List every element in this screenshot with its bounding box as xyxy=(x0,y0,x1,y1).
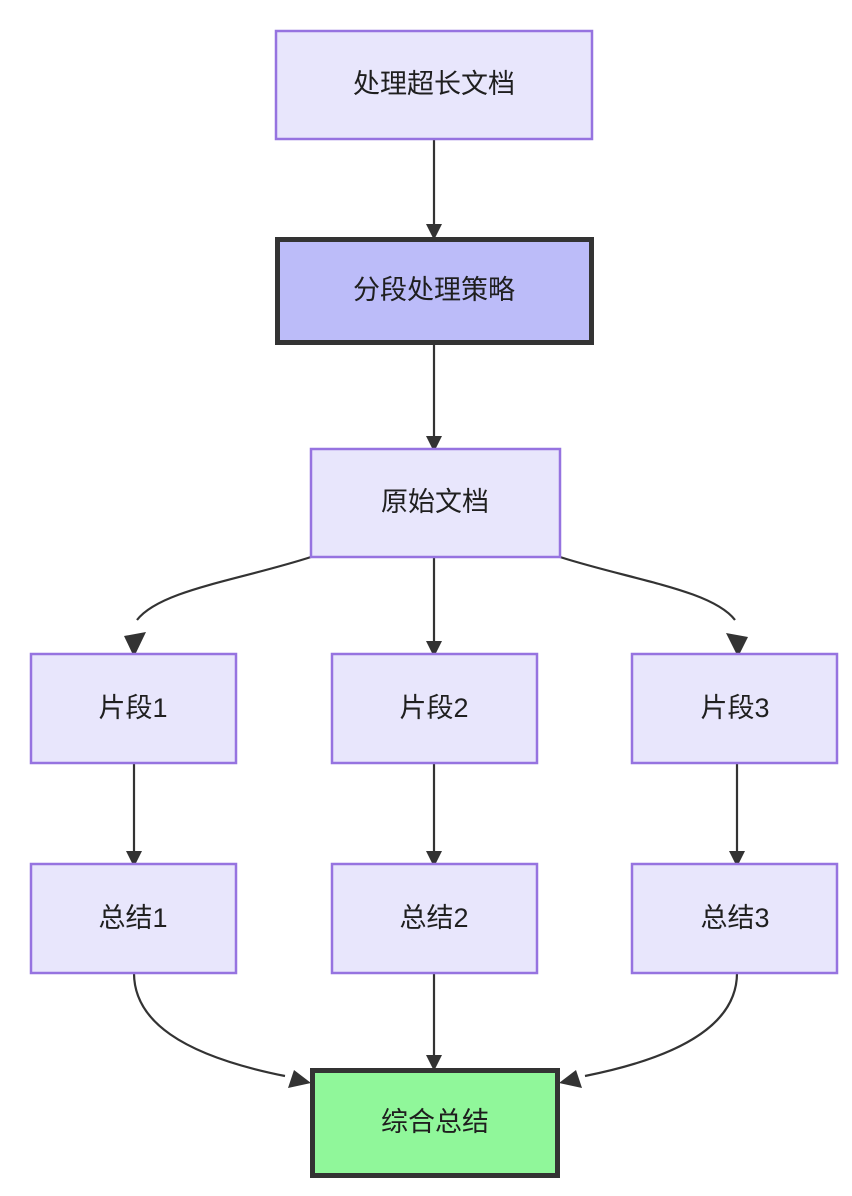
node-summary1-box[interactable] xyxy=(29,862,238,975)
node-chunk2-label: 片段2 xyxy=(399,693,468,723)
edge-chunk3-to-summary3 xyxy=(729,763,745,867)
node-chunk2-box[interactable] xyxy=(330,652,539,765)
node-chunk1-label: 片段1 xyxy=(98,693,167,723)
edge-chunk2-to-summary2 xyxy=(426,763,442,867)
edge-summary2-to-final xyxy=(426,973,442,1071)
node-chunk1-box[interactable] xyxy=(29,652,238,765)
node-chunk3-box[interactable] xyxy=(630,652,839,765)
node-strategy-label: 分段处理策略 xyxy=(353,275,515,305)
node-chunk2[interactable]: 片段2 xyxy=(330,652,539,765)
edge-summary3-to-final xyxy=(559,972,739,1088)
node-longdoc-box[interactable] xyxy=(274,29,594,141)
node-summary2-label: 总结2 xyxy=(399,903,468,933)
node-summary2[interactable]: 总结2 xyxy=(330,862,539,975)
edge-chunk1-to-summary1 xyxy=(126,763,142,867)
node-chunk3[interactable]: 片段3 xyxy=(630,652,839,765)
node-strategy[interactable]: 分段处理策略 xyxy=(275,237,594,345)
edge-longdoc-to-strategy xyxy=(426,139,442,240)
node-source[interactable]: 原始文档 xyxy=(309,447,562,559)
node-summary1-label: 总结1 xyxy=(98,903,167,933)
node-chunk1[interactable]: 片段1 xyxy=(29,652,238,765)
node-longdoc[interactable]: 处理超长文档 xyxy=(274,29,594,141)
node-final[interactable]: 综合总结 xyxy=(310,1068,560,1178)
node-layer: 处理超长文档 分段处理策略 原始文档 片段1 片段2 片段3 xyxy=(29,29,839,1178)
edge-source-to-chunk3 xyxy=(559,555,748,657)
node-final-box[interactable] xyxy=(310,1068,560,1178)
node-final-label: 综合总结 xyxy=(381,1107,489,1137)
edge-strategy-to-source xyxy=(426,345,442,452)
edge-layer xyxy=(124,139,748,1088)
node-source-label: 原始文档 xyxy=(381,487,489,517)
edge-source-to-chunk2 xyxy=(426,557,442,657)
node-summary2-box[interactable] xyxy=(330,862,539,975)
node-source-box[interactable] xyxy=(309,447,562,559)
node-longdoc-label: 处理超长文档 xyxy=(353,69,515,99)
node-summary3-label: 总结3 xyxy=(700,903,769,933)
node-chunk3-label: 片段3 xyxy=(700,693,769,723)
edge-source-to-chunk1 xyxy=(124,555,312,657)
node-summary1[interactable]: 总结1 xyxy=(29,862,238,975)
node-summary3-box[interactable] xyxy=(630,862,839,975)
edge-summary1-to-final xyxy=(132,972,311,1088)
node-summary3[interactable]: 总结3 xyxy=(630,862,839,975)
node-strategy-box[interactable] xyxy=(275,237,594,345)
